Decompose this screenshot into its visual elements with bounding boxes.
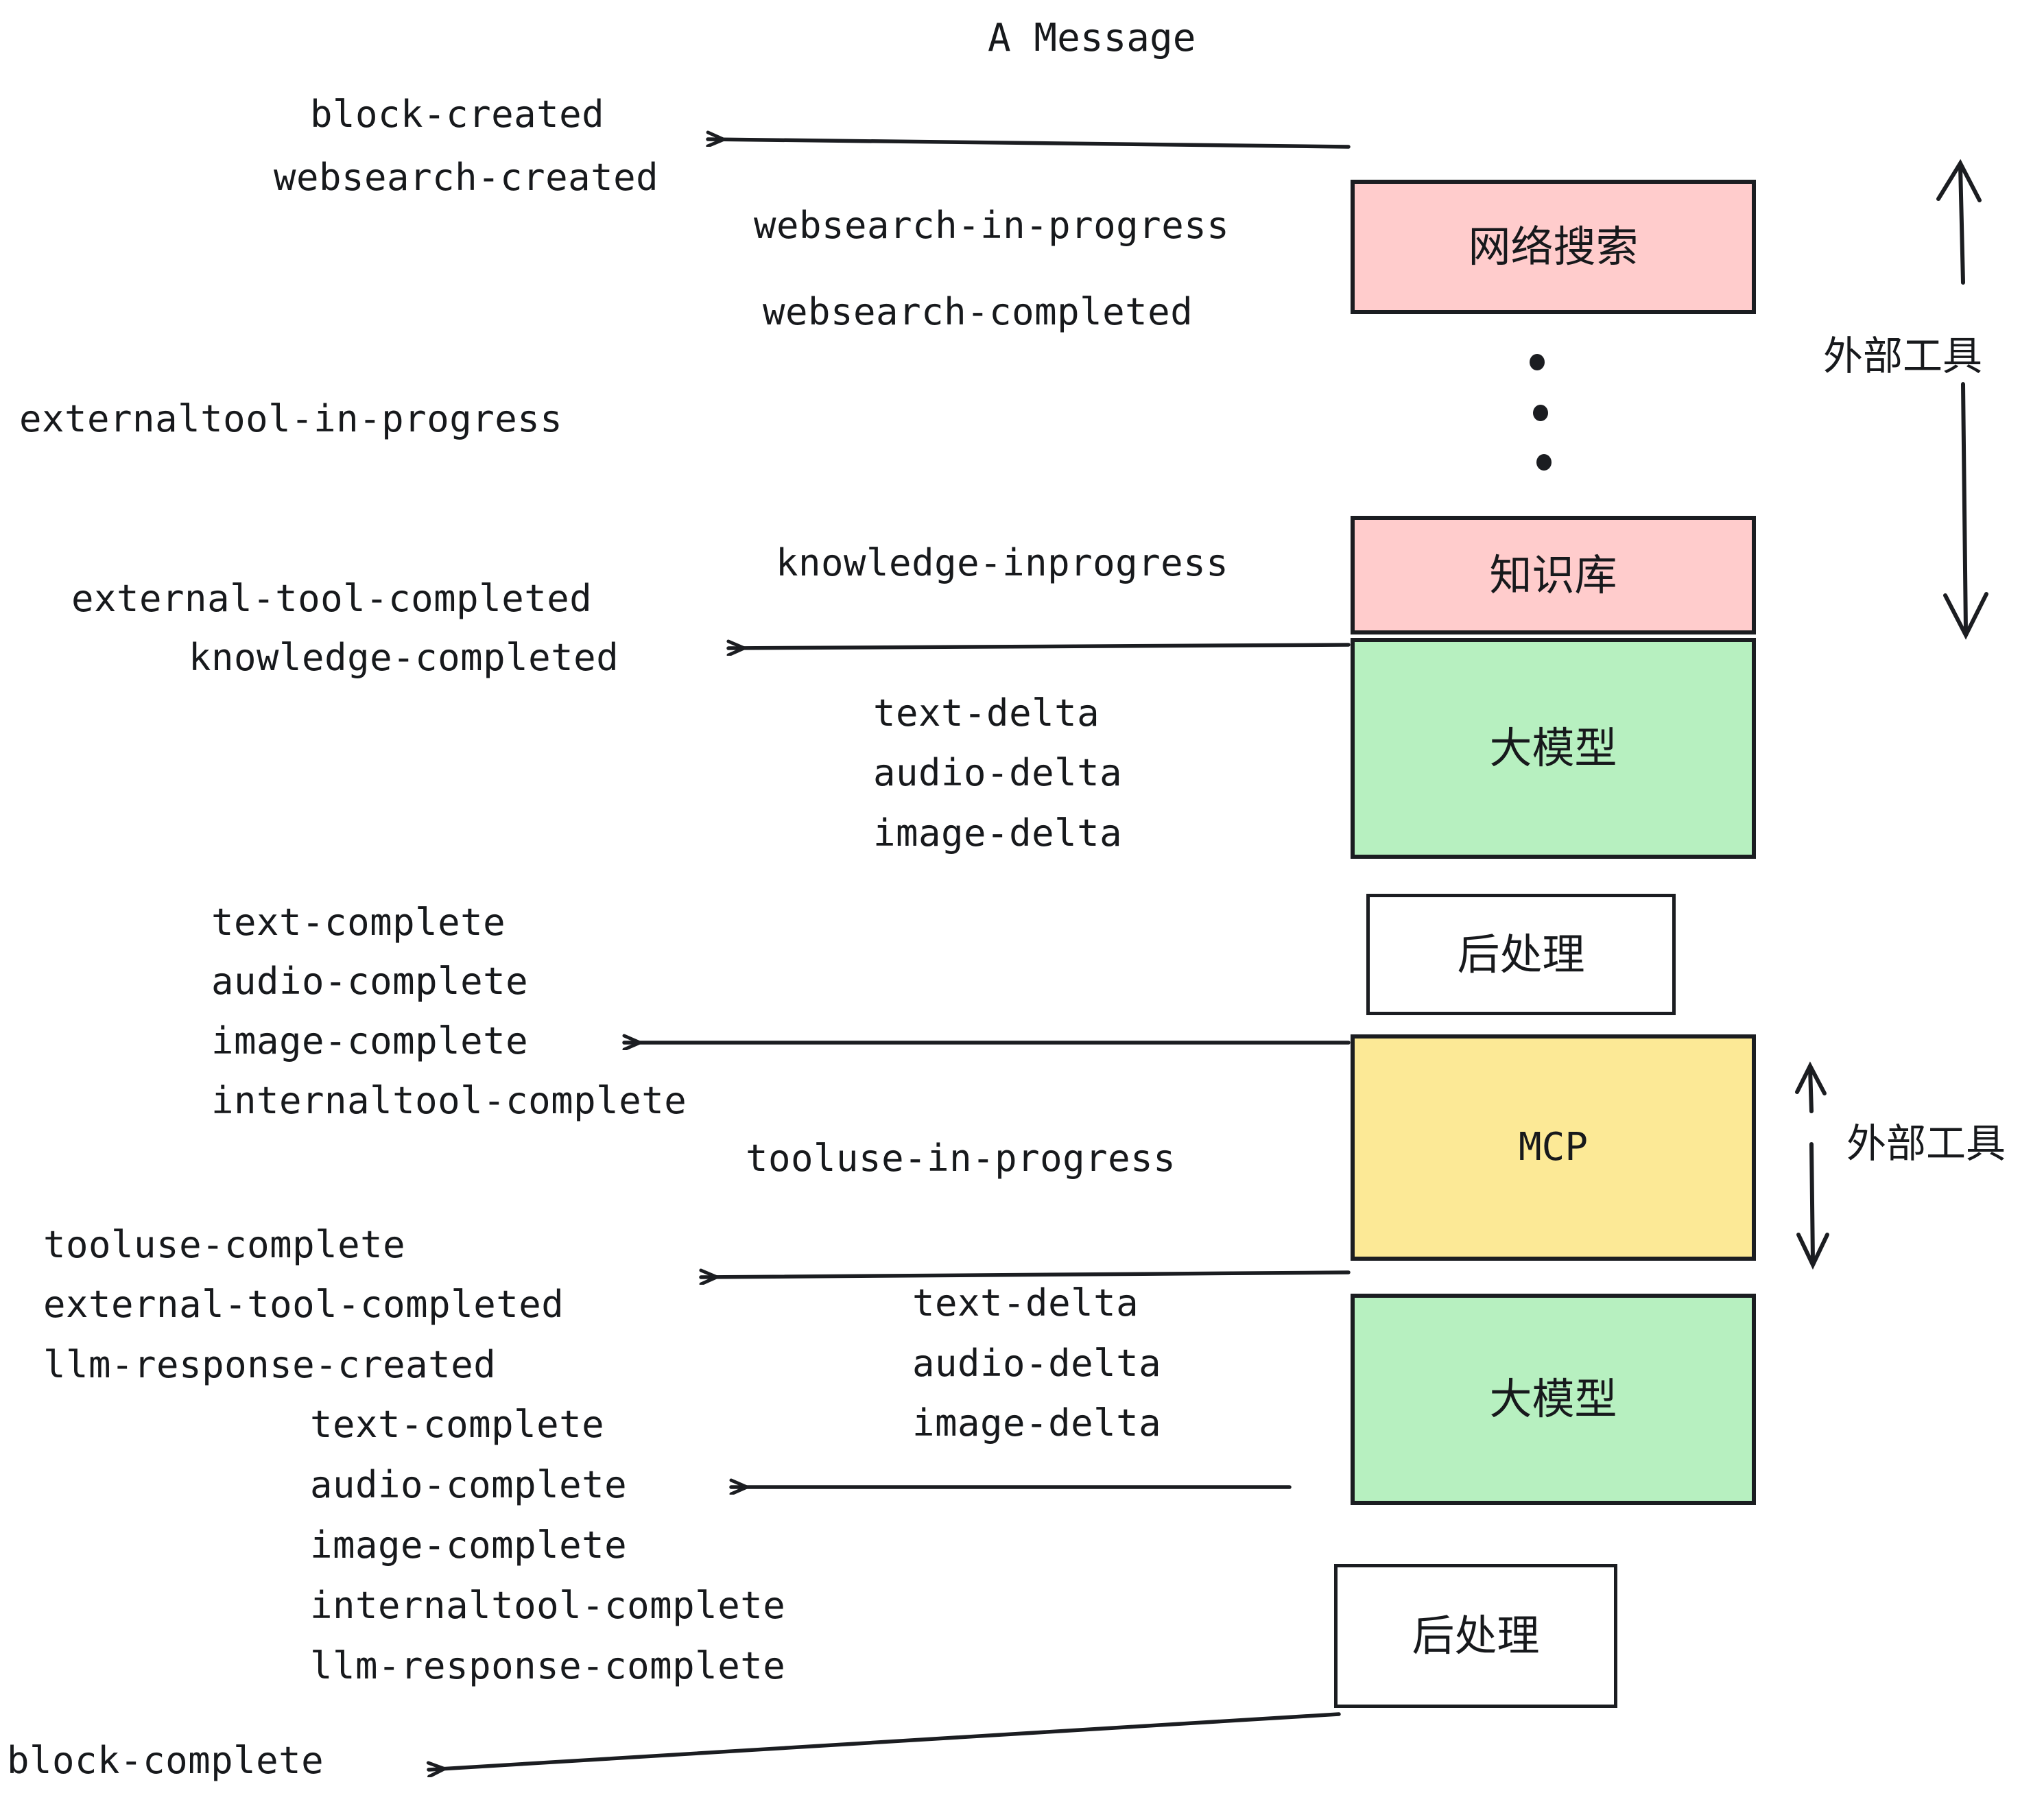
event-block-complete: block-complete <box>7 1739 324 1782</box>
node-mcp[interactable]: MCP <box>1351 1034 1756 1261</box>
node-postprocess-2[interactable]: 后处理 <box>1334 1564 1617 1708</box>
event-audio-complete-2: audio-complete <box>310 1463 628 1506</box>
event-internaltool-complete-1: internaltool-complete <box>211 1079 687 1122</box>
arrow-knowledge-completed <box>726 645 1351 648</box>
event-text-complete-1: text-complete <box>211 901 506 944</box>
event-text-complete-2: text-complete <box>310 1403 605 1446</box>
ellipsis-dot <box>1536 454 1552 471</box>
event-image-complete-1: image-complete <box>211 1019 529 1063</box>
event-tooluse-in-progress: tooluse-in-progress <box>746 1137 1176 1180</box>
side-label-external-tool-bottom: 外部工具 <box>1846 1120 2006 1167</box>
node-label-llm-1: 大模型 <box>1489 723 1617 773</box>
arrow-tooluse-complete <box>699 1272 1351 1277</box>
arrow-websearch-created <box>706 139 1351 149</box>
ellipsis-dot <box>1530 354 1545 370</box>
event-audio-delta-1: audio-delta <box>873 751 1123 794</box>
event-websearch-in-progress: websearch-in-progress <box>754 204 1230 247</box>
event-websearch-completed: websearch-completed <box>763 290 1193 333</box>
node-label-postprocess-2: 后处理 <box>1412 1611 1540 1661</box>
node-label-websearch: 网络搜索 <box>1468 222 1639 272</box>
event-internaltool-complete-2: internaltool-complete <box>310 1584 786 1627</box>
node-label-llm-2: 大模型 <box>1489 1374 1617 1424</box>
external-tool-bracket-top <box>1936 158 1988 640</box>
event-text-delta-2: text-delta <box>912 1281 1139 1325</box>
side-label-external-tool-top: 外部工具 <box>1823 333 1983 379</box>
event-knowledge-inprogress: knowledge-inprogress <box>776 541 1229 584</box>
node-label-mcp: MCP <box>1518 1125 1589 1170</box>
node-postprocess-1[interactable]: 后处理 <box>1366 894 1676 1015</box>
event-text-delta-1: text-delta <box>873 691 1100 735</box>
event-llm-response-created: llm-response-created <box>43 1343 497 1386</box>
node-llm-2[interactable]: 大模型 <box>1351 1294 1756 1505</box>
event-image-delta-2: image-delta <box>912 1401 1162 1445</box>
event-block-created: block-created <box>310 93 605 136</box>
node-websearch[interactable]: 网络搜索 <box>1351 180 1756 314</box>
node-knowledge[interactable]: 知识库 <box>1351 516 1756 634</box>
event-audio-delta-2: audio-delta <box>912 1342 1162 1385</box>
event-tooluse-complete: tooluse-complete <box>43 1223 406 1266</box>
event-external-tool-completed-1: external-tool-completed <box>71 577 593 620</box>
arrow-block-complete <box>429 1712 1341 1770</box>
event-audio-complete-1: audio-complete <box>211 960 529 1003</box>
event-external-tool-completed-2: external-tool-completed <box>43 1283 565 1326</box>
event-image-complete-2: image-complete <box>310 1523 628 1567</box>
node-label-knowledge: 知识库 <box>1489 549 1617 600</box>
node-label-postprocess-1: 后处理 <box>1457 929 1585 980</box>
event-websearch-created: websearch-created <box>274 156 659 199</box>
node-llm-1[interactable]: 大模型 <box>1351 638 1756 859</box>
event-externaltool-in-progress: externaltool-in-progress <box>19 397 563 440</box>
event-llm-response-complete: llm-response-complete <box>310 1644 786 1687</box>
external-tool-bracket-bottom <box>1795 1061 1829 1270</box>
diagram-title: A Message <box>988 16 1196 60</box>
event-image-delta-1: image-delta <box>873 811 1123 855</box>
ellipsis-dot <box>1533 405 1548 421</box>
event-knowledge-completed: knowledge-completed <box>189 636 619 679</box>
